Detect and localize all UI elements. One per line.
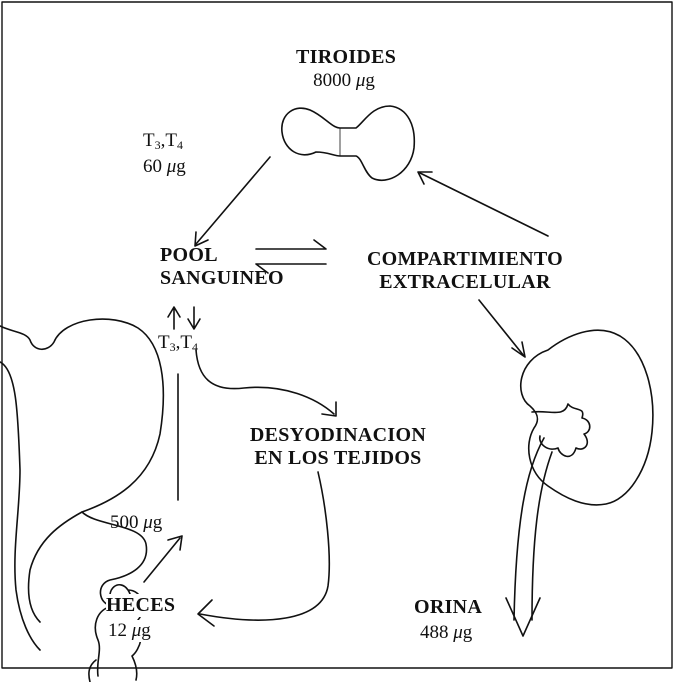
deiodination-line1: DESYODINACION [238, 424, 438, 447]
micro-symbol: μ [453, 622, 463, 643]
kidney [521, 330, 653, 505]
hormone-subscript: 4 [192, 340, 198, 354]
hormone-t: T [165, 130, 177, 151]
feces-label: HECES [106, 594, 175, 617]
feces-amount: 12 μg [108, 620, 151, 642]
kidney-pelvis [532, 404, 590, 456]
secretion-amount-unit: g [176, 156, 186, 177]
hormone-t: T [143, 130, 155, 151]
blood-pool-line1: POOL [160, 244, 284, 267]
ureter-outlet-head [506, 598, 540, 636]
hormone-subscript: 3 [170, 340, 176, 354]
pool-exchange-arrow-down [188, 307, 200, 329]
feces-title: HECES [106, 594, 175, 616]
reabsorption-amount-value: 500 [110, 512, 139, 533]
blood-pool-label: POOL SANGUINEO [160, 244, 284, 290]
urine-title: ORINA [414, 596, 482, 618]
ureter [514, 438, 552, 620]
urine-amount-unit: g [463, 622, 473, 643]
deiodination-label: DESYODINACION EN LOS TEJIDOS [238, 424, 438, 470]
thyroid-amount-unit: g [365, 70, 375, 91]
urine-label: ORINA [414, 596, 482, 619]
thyroid-title: TIROIDES [296, 46, 396, 68]
arrow-deiodination-to-feces [200, 472, 329, 620]
pool-hormones: T3,T4 [158, 332, 198, 354]
stomach [0, 319, 163, 622]
hormone-t: T [180, 332, 192, 353]
urine-amount: 488 μg [420, 622, 472, 644]
urine-amount-value: 488 [420, 622, 449, 643]
extracellular-line1: COMPARTIMIENTO [350, 248, 580, 271]
feces-amount-unit: g [141, 620, 151, 641]
thyroid-gland [282, 106, 414, 180]
secretion-amount: 60 μg [143, 156, 186, 178]
arrow-feces-to-reabsorption [144, 538, 180, 582]
hormone-t: T [158, 332, 170, 353]
frame-border [2, 2, 672, 668]
micro-symbol: μ [167, 156, 177, 177]
micro-symbol: μ [356, 70, 366, 91]
extracellular-label: COMPARTIMIENTO EXTRACELULAR [350, 248, 580, 294]
arrow-thyroid-to-pool [196, 157, 270, 244]
pool-exchange-arrow-up [168, 307, 180, 329]
arrow-deiodination-to-feces-head [198, 600, 214, 626]
micro-symbol: μ [143, 512, 153, 533]
extracellular-line2: EXTRACELULAR [350, 271, 580, 294]
thyroid-amount-value: 8000 [313, 70, 351, 91]
thyroid-amount: 8000 μg [296, 70, 392, 92]
secretion-hormones: T3,T4 [143, 130, 183, 152]
hormone-subscript: 3 [155, 138, 161, 152]
reabsorption-amount: 500 μg [110, 512, 162, 534]
stomach-inner [0, 362, 40, 650]
blood-pool-line2: SANGUINEO [160, 267, 284, 290]
secretion-amount-value: 60 [143, 156, 162, 177]
hormone-subscript: 4 [177, 138, 183, 152]
arrow-extracellular-to-thyroid [420, 173, 548, 236]
deiodination-line2: EN LOS TEJIDOS [238, 447, 438, 470]
micro-symbol: μ [132, 620, 142, 641]
thyroid-label: TIROIDES [296, 46, 388, 69]
feces-amount-value: 12 [108, 620, 127, 641]
arrow-hormones-to-deiodination [196, 350, 334, 414]
reabsorption-amount-unit: g [153, 512, 163, 533]
arrow-extracellular-to-kidney [479, 300, 524, 356]
